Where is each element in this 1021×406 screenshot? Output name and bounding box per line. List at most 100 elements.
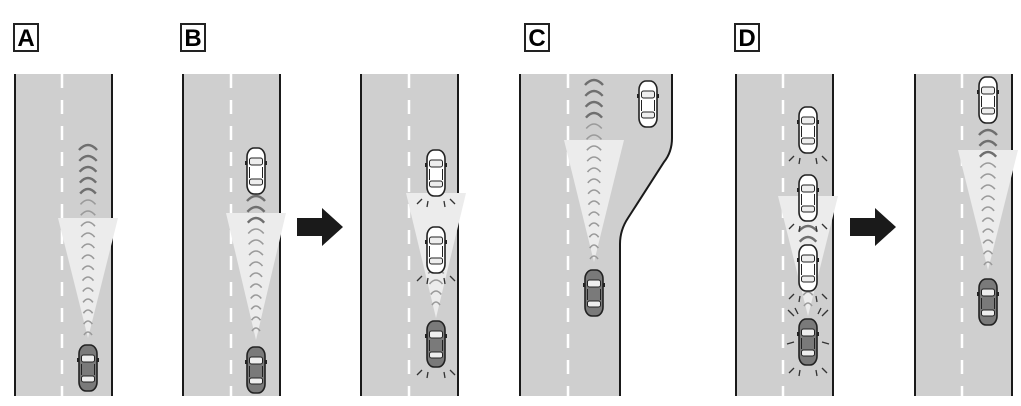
- radar-wave-arc: [802, 291, 814, 296]
- radar-wave-arc: [82, 298, 94, 303]
- road: [915, 74, 1012, 396]
- radar-wave-arc: [589, 244, 599, 249]
- radar-wave-arc: [587, 189, 601, 195]
- radar-wave-arc: [982, 250, 994, 255]
- radar-wave-arc: [981, 217, 995, 223]
- radar-wave-arc: [980, 173, 996, 179]
- own-car-icon: [786, 307, 830, 377]
- radar-wave-arc: [83, 320, 93, 325]
- panel-label-box: [524, 23, 550, 52]
- radar-wave-arc: [81, 276, 95, 282]
- panel-d: D: [734, 23, 838, 396]
- panel-b-result: [360, 74, 466, 396]
- radar-wave-arc: [586, 156, 602, 162]
- radar-wave-arc: [586, 145, 602, 151]
- radar-wave-arc: [83, 331, 93, 336]
- radar-wave-arc: [983, 261, 993, 266]
- radar-wave-arc: [81, 254, 95, 260]
- radar-wave-arc: [585, 134, 603, 140]
- radar-wave-arc: [78, 143, 98, 151]
- own-car-icon: [582, 269, 606, 317]
- radar-wave-arc: [588, 222, 600, 227]
- radar-beam: [58, 218, 118, 338]
- radar-wave-arc: [584, 89, 604, 97]
- panel-c: C: [519, 23, 673, 396]
- radar-wave-icon: [246, 194, 266, 332]
- radar-wave-arc: [588, 233, 600, 238]
- radar-wave-arc: [431, 301, 441, 306]
- panel-label-box: [734, 23, 760, 52]
- panel-label: D: [738, 25, 755, 52]
- radar-wave-arc: [978, 139, 998, 147]
- own-car-icon: [76, 344, 100, 392]
- radar-wave-arc: [82, 309, 94, 314]
- radar-wave-arc: [81, 265, 95, 271]
- radar-wave-icon: [978, 128, 998, 266]
- radar-wave-arc: [587, 200, 601, 206]
- radar-beam: [226, 213, 286, 340]
- radar-wave-arc: [589, 255, 599, 260]
- radar-wave-icon: [78, 143, 98, 336]
- radar-wave-arc: [584, 78, 604, 86]
- radar-wave-icon: [584, 78, 604, 260]
- radar-wave-arc: [80, 221, 96, 227]
- radar-wave-arc: [249, 272, 263, 278]
- radar-beam: [958, 150, 1018, 270]
- radar-wave-arc: [430, 290, 442, 296]
- radar-wave-arc: [247, 228, 265, 235]
- radar-wave-arc: [78, 154, 98, 162]
- radar-wave-arc: [981, 206, 995, 212]
- panel-label: A: [17, 25, 34, 52]
- radar-wave-arc: [587, 178, 601, 184]
- panel-label-box: [13, 23, 39, 52]
- radar-wave-arc: [246, 216, 266, 224]
- radar-wave-arc: [978, 128, 998, 136]
- radar-wave-arc: [249, 283, 263, 289]
- merging-car-icon: [636, 80, 660, 128]
- own-car-icon: [244, 346, 268, 394]
- radar-wave-arc: [248, 250, 264, 256]
- radar-wave-arc: [980, 195, 996, 201]
- radar-wave-arc: [246, 205, 266, 213]
- radar-wave-arc: [586, 167, 602, 173]
- radar-wave-arc: [982, 239, 994, 244]
- panel-label: B: [184, 25, 201, 52]
- radar-wave-arc: [79, 199, 97, 205]
- radar-wave-arc: [78, 165, 98, 173]
- radar-wave-arc: [248, 239, 264, 245]
- radar-wave-arc: [980, 184, 996, 190]
- radar-wave-arc: [248, 261, 264, 267]
- panel-label: C: [528, 25, 545, 52]
- road-edge: [619, 74, 673, 396]
- radar-wave-arc: [79, 187, 97, 195]
- radar-wave-arc: [246, 194, 266, 202]
- radar-wave-arc: [428, 279, 444, 285]
- own-car-icon: [976, 278, 1000, 326]
- radar-wave-arc: [585, 111, 603, 119]
- right-arrow-icon: [297, 208, 343, 246]
- panel-label-box: [180, 23, 206, 52]
- radar-wave-arc: [82, 287, 94, 292]
- radar-wave-arc: [251, 327, 261, 332]
- radar-wave-arc: [81, 243, 95, 249]
- radar-wave-arc: [78, 176, 98, 184]
- radar-wave-arc: [803, 302, 813, 307]
- radar-wave-arc: [585, 123, 603, 130]
- radar-wave-arc: [250, 316, 262, 321]
- panel-d-result: [914, 74, 1018, 396]
- radar-wave-arc: [798, 224, 818, 232]
- radar-wave-arc: [982, 228, 994, 234]
- panel-b: B: [180, 23, 286, 396]
- leading-car-icon: [976, 76, 1000, 124]
- radar-wave-arc: [80, 210, 96, 216]
- panel-a: A: [13, 23, 118, 396]
- radar-wave-arc: [588, 211, 600, 217]
- radar-wave-arc: [979, 162, 997, 169]
- radar-wave-arc: [250, 294, 262, 300]
- leading-car-icon: [244, 147, 268, 195]
- right-arrow-icon: [850, 208, 896, 246]
- radar-wave-arc: [978, 150, 998, 158]
- radar-wave-arc: [798, 235, 818, 243]
- radar-wave-arc: [584, 100, 604, 108]
